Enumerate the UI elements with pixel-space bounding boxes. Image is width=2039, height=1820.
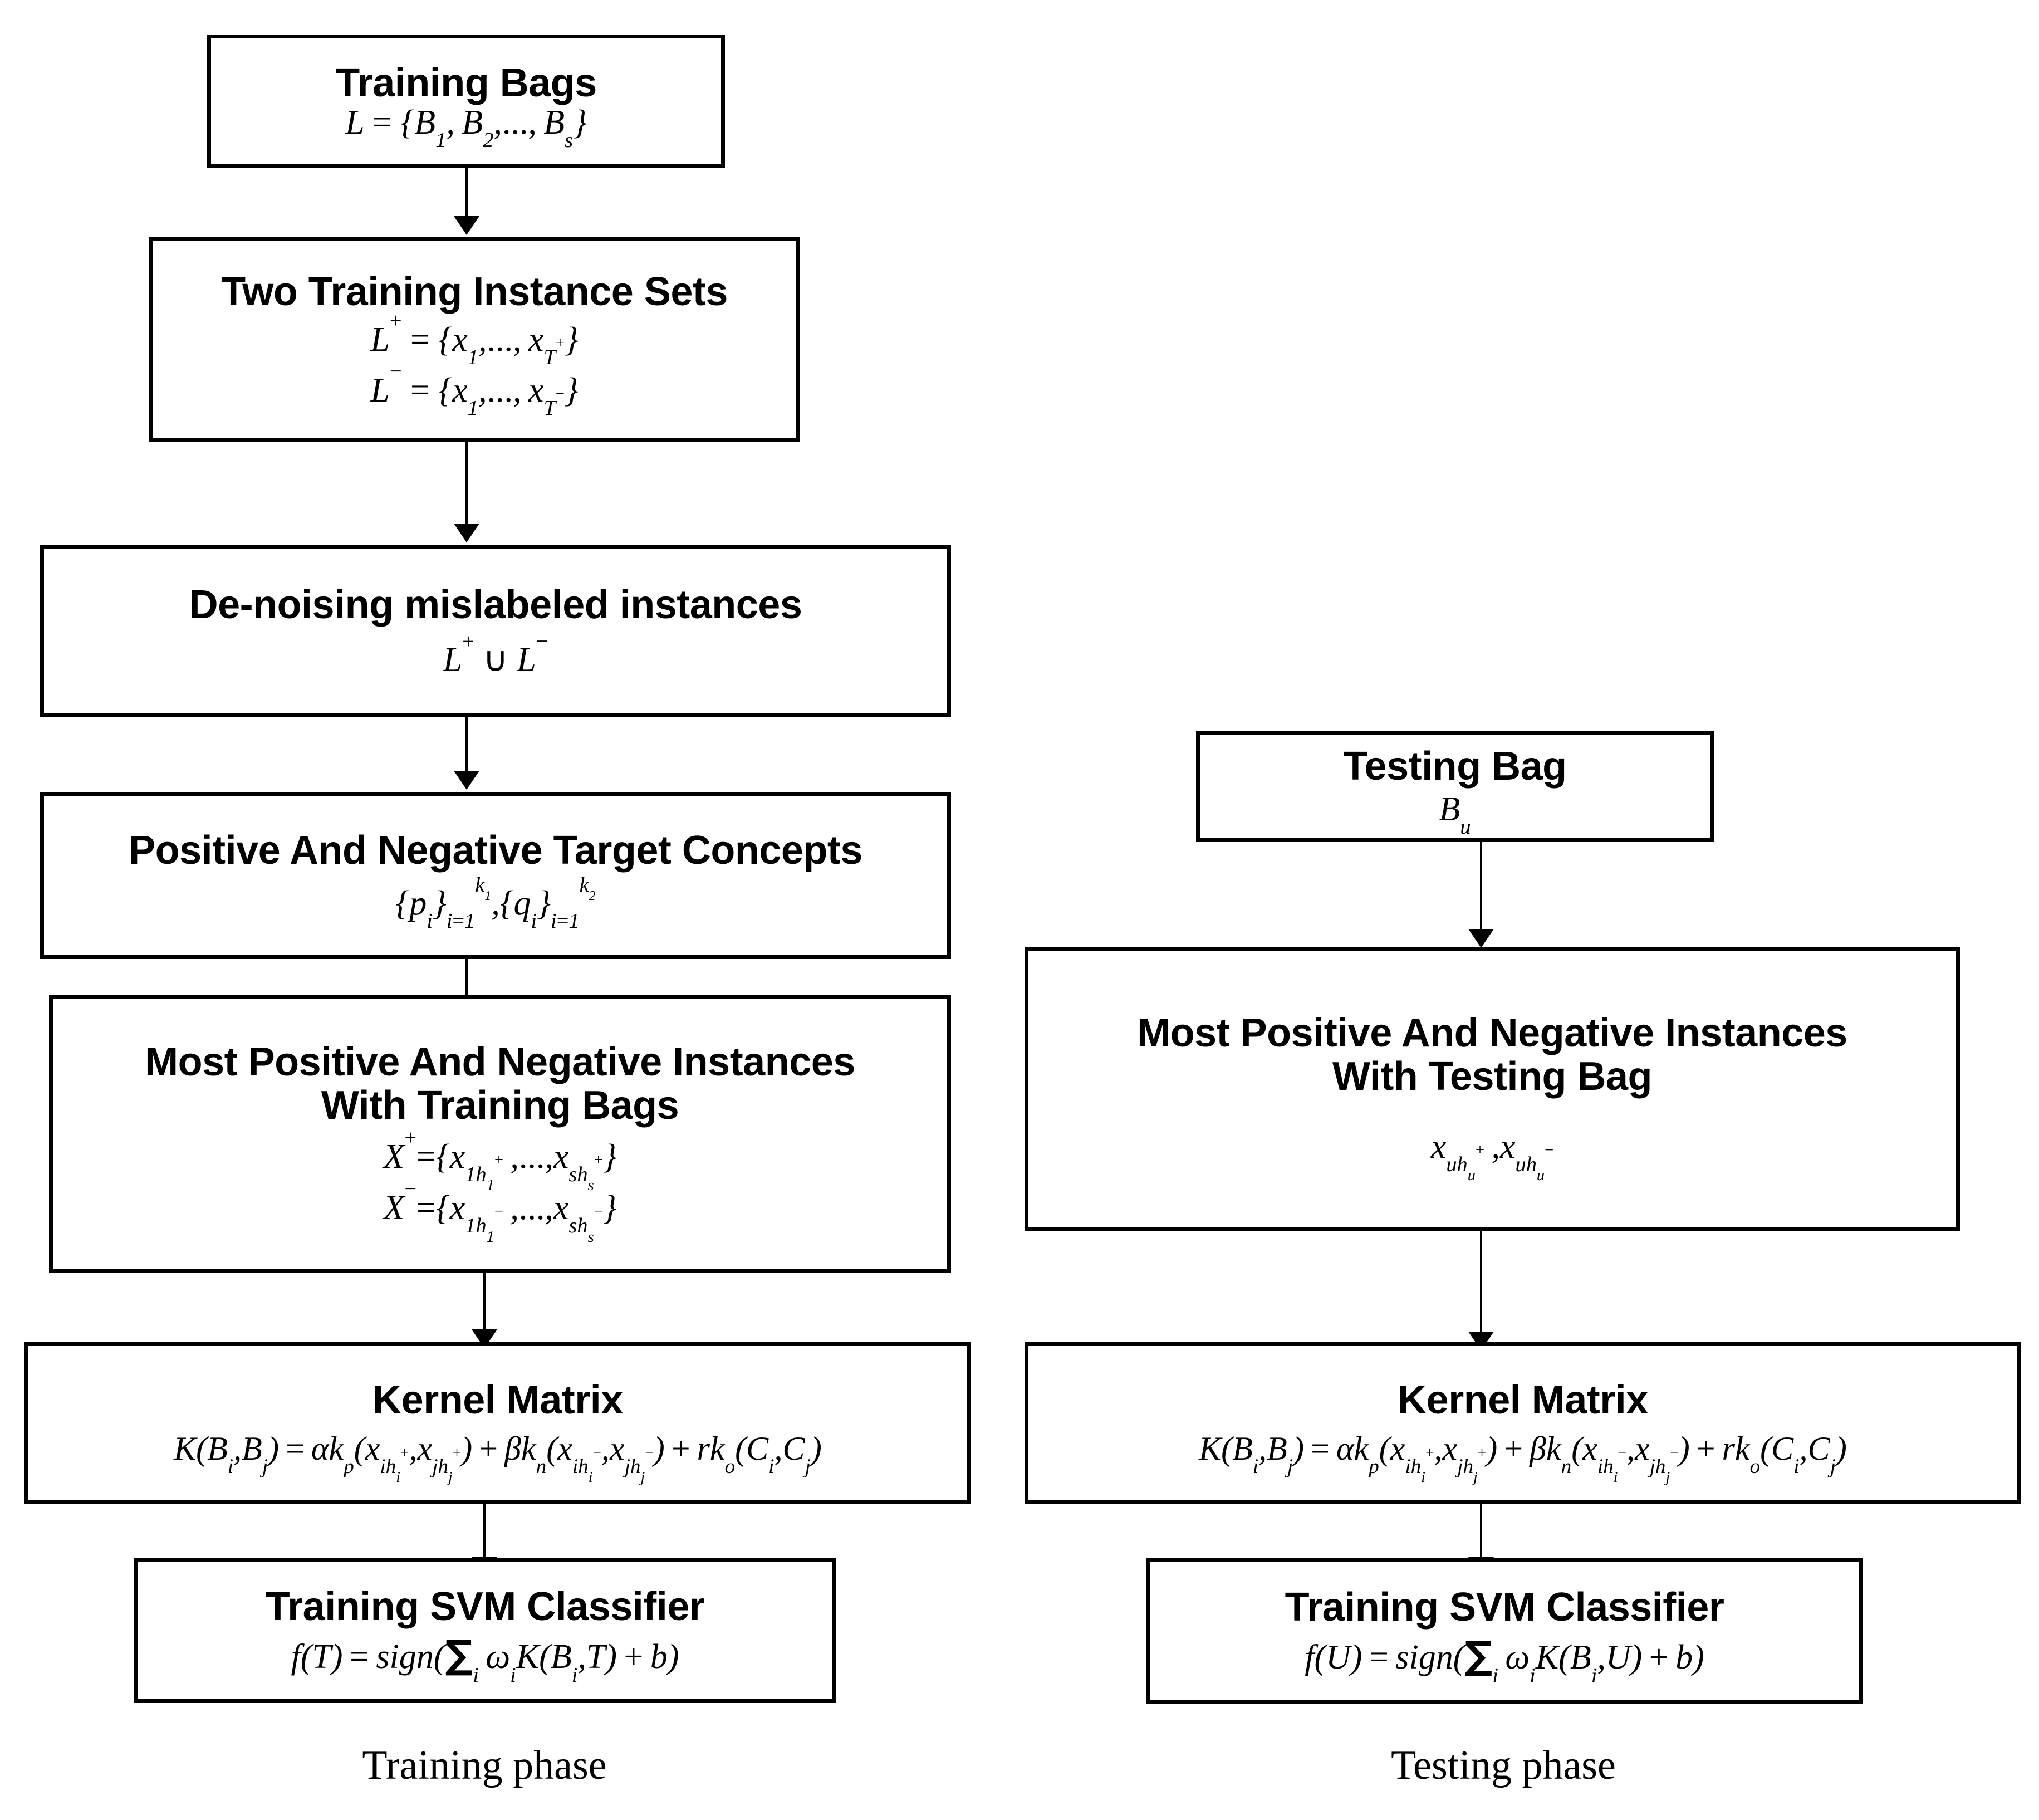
node-title-de-noising: De-noising mislabeled instances bbox=[189, 582, 802, 627]
node-testing-bag: Testing Bag Bu bbox=[1196, 731, 1714, 842]
formula-union-of-sets: L+ ∪ L− bbox=[443, 629, 548, 679]
node-title-svm-training: Training SVM Classifier bbox=[265, 1584, 705, 1629]
node-title-most-instances-testing-line2: With Testing Bag bbox=[1332, 1054, 1652, 1099]
node-title-most-instances-testing-line1: Most Positive And Negative Instances bbox=[1137, 1011, 1847, 1056]
node-title-target-concepts: Positive And Negative Target Concepts bbox=[129, 828, 862, 873]
caption-training-phase: Training phase bbox=[362, 1743, 607, 1788]
node-two-training-instance-sets: Two Training Instance Sets L+ = {x1,...,… bbox=[149, 237, 800, 442]
node-kernel-matrix-training: Kernel Matrix K(Bi,Bj) = αkp(xihi+,xjhj+… bbox=[24, 1342, 971, 1504]
node-title-two-training-instance-sets: Two Training Instance Sets bbox=[221, 270, 728, 315]
node-training-bags: Training Bags L = {B1, B2,..., Bs} bbox=[207, 35, 725, 168]
node-positive-negative-target-concepts: Positive And Negative Target Concepts {p… bbox=[40, 792, 951, 959]
node-training-svm-classifier-testing: Training SVM Classifier f(U) = sign(∑i ω… bbox=[1146, 1558, 1863, 1704]
formula-most-negative-instances: X−={x1h1− ,...,xshs−} bbox=[383, 1177, 617, 1246]
caption-testing-phase: Testing phase bbox=[1391, 1743, 1616, 1788]
node-title-kernel-matrix-training: Kernel Matrix bbox=[372, 1378, 623, 1423]
node-de-noising-mislabeled-instances: De-noising mislabeled instances L+ ∪ L− bbox=[40, 545, 951, 717]
node-title-kernel-matrix-testing: Kernel Matrix bbox=[1398, 1378, 1648, 1423]
node-most-instances-with-testing-bag: Most Positive And Negative Instances Wit… bbox=[1025, 947, 1960, 1231]
node-training-svm-classifier-training: Training SVM Classifier f(T) = sign(∑i ω… bbox=[134, 1558, 836, 1703]
node-title-svm-testing: Training SVM Classifier bbox=[1285, 1584, 1724, 1630]
formula-kernel-matrix-testing: K(Bi,Bj) = αkp(xihi+,xjhj+) + βkn(xihi−,… bbox=[1199, 1430, 1847, 1485]
formula-kernel-matrix-training: K(Bi,Bj) = αkp(xihi+,xjhj+) + βkn(xihi−,… bbox=[174, 1430, 822, 1485]
formula-svm-decision-training: f(T) = sign(∑i ωiK(Bi,T) + b) bbox=[291, 1633, 679, 1687]
node-title-most-instances-training-line2: With Training Bags bbox=[321, 1083, 679, 1128]
formula-target-concepts: {pi}i=1k1,{qi}i=1k2 bbox=[395, 873, 596, 933]
node-most-instances-with-training-bags: Most Positive And Negative Instances Wit… bbox=[49, 995, 951, 1273]
formula-testing-instances: xuhu+ ,xuhu− bbox=[1430, 1127, 1554, 1185]
formula-training-bags-set: L = {B1, B2,..., Bs} bbox=[345, 104, 587, 153]
formula-testing-bag: Bu bbox=[1439, 790, 1471, 839]
node-title-training-bags: Training Bags bbox=[335, 60, 597, 105]
node-title-most-instances-training-line1: Most Positive And Negative Instances bbox=[145, 1040, 855, 1085]
formula-svm-decision-testing: f(U) = sign(∑i ωiK(Bi,U) + b) bbox=[1305, 1633, 1704, 1687]
formula-positive-instance-set: L+ = {x1,..., xT+} bbox=[370, 309, 579, 369]
node-kernel-matrix-testing: Kernel Matrix K(Bi,Bj) = αkp(xihi+,xjhj+… bbox=[1025, 1342, 2021, 1504]
node-title-testing-bag: Testing Bag bbox=[1343, 743, 1567, 789]
formula-negative-instance-set: L− = {x1,..., xT−} bbox=[370, 360, 579, 420]
formula-most-positive-instances: X+={x1h1+ ,...,xshs+} bbox=[383, 1126, 617, 1195]
